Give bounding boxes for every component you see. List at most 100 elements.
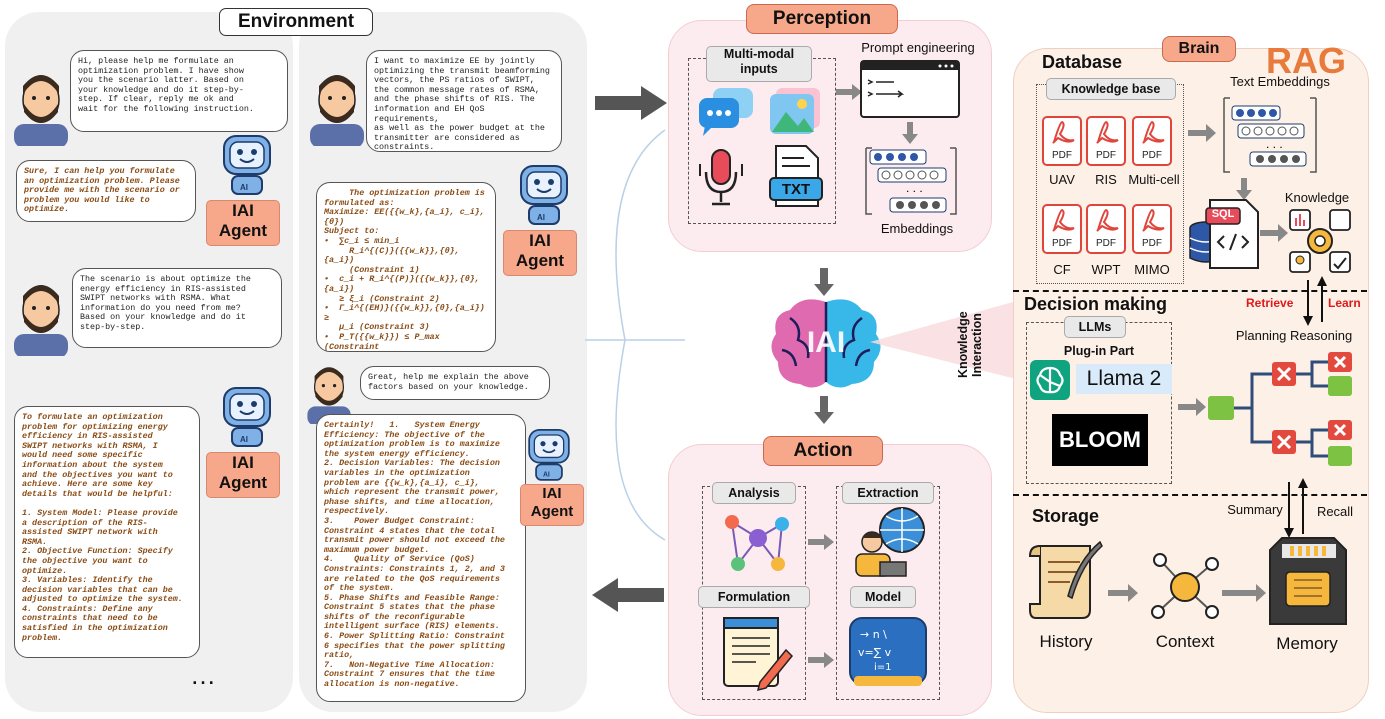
user-avatar — [14, 75, 68, 146]
pdf-label: PDF — [1142, 238, 1162, 249]
user-avatar — [14, 285, 68, 356]
svg-text:AI: AI — [537, 213, 545, 222]
svg-text:AI: AI — [240, 183, 248, 192]
pdf-icon: PDF — [1086, 116, 1126, 166]
divider-line — [1013, 290, 1367, 292]
robot-icon: AI — [223, 387, 271, 447]
user-message-4: Great, help me explain the above factors… — [360, 366, 550, 400]
arrow-down-icon — [814, 396, 834, 424]
agent-message-2: To formulate an optimization problem for… — [14, 406, 200, 658]
recall-label: Recall — [1316, 504, 1354, 519]
plugin-part-label: Plug-in Part — [1063, 344, 1135, 358]
arrow-to-perception-icon — [595, 86, 667, 120]
bloom-logo: BLOOM — [1052, 414, 1148, 466]
openai-logo-icon — [1030, 360, 1070, 400]
pdf-label: PDF — [1096, 150, 1116, 161]
agent-label-line2: Agent — [530, 503, 574, 520]
multimodal-inputs-label: Multi-modal inputs — [706, 46, 812, 82]
robot-icon: AI — [223, 135, 271, 195]
pdf-label: PDF — [1142, 150, 1162, 161]
perception-title: Perception — [746, 4, 898, 34]
arrow-from-action-icon — [592, 578, 664, 612]
arrow-right-icon — [808, 652, 834, 668]
person-globe-icon — [855, 507, 925, 577]
pdf-icon: PDF — [1042, 116, 1082, 166]
pdf-icon: PDF — [1132, 116, 1172, 166]
bloom-label: BLOOM — [1059, 427, 1141, 452]
user-message-3: I want to maximize EE by jointly optimiz… — [366, 50, 562, 152]
arrow-down-icon — [814, 268, 834, 296]
analysis-label: Analysis — [712, 482, 796, 504]
pdf-label: PDF — [1052, 238, 1072, 249]
knowledge-interaction-beam — [870, 300, 1020, 380]
network-analysis-icon — [725, 515, 789, 571]
decision-making-title: Decision making — [1024, 294, 1168, 314]
retrieve-label: Retrieve — [1246, 296, 1294, 310]
llms-label: LLMs — [1064, 316, 1126, 338]
agent-label-line2: Agent — [515, 251, 565, 270]
sql-label: SQL — [1211, 208, 1235, 220]
divider-line — [1013, 494, 1367, 496]
connector-lines — [585, 129, 685, 541]
knowledge-label: Knowledge — [1284, 190, 1350, 205]
doc-label-ris: RIS — [1095, 172, 1117, 187]
planning-reasoning-label: Planning Reasoning — [1235, 328, 1353, 343]
doc-label-uav: UAV — [1049, 172, 1075, 187]
txt-label: TXT — [781, 181, 811, 198]
user-message-1: Hi, please help me formulate an optimiza… — [70, 50, 288, 132]
svg-text:AI: AI — [543, 471, 550, 478]
brain-title: Brain — [1162, 36, 1236, 62]
arrow-down-icon — [1236, 178, 1252, 200]
storage-title: Storage — [1032, 506, 1100, 526]
memory-label: Memory — [1276, 634, 1338, 653]
agent-message-4: Certainly! 1. System Energy Efficiency: … — [316, 414, 526, 702]
sql-database-icon — [1189, 199, 1259, 269]
notepad-pencil-icon — [723, 617, 794, 692]
text-embeddings-icon: . . . — [1223, 97, 1317, 173]
learn-label: Learn — [1328, 296, 1361, 310]
svg-text:→ n \: → n \ — [860, 628, 887, 641]
agent-message-1: Sure, I can help you formulate an optimi… — [16, 160, 196, 222]
llama-label: Llama 2 — [1076, 364, 1172, 394]
agent-label-line2: Agent — [218, 221, 268, 240]
agent-label-line2: Agent — [218, 473, 268, 492]
database-title: Database — [1042, 52, 1123, 72]
robot-icon: AI — [528, 429, 570, 481]
context-label: Context — [1155, 632, 1215, 651]
chat-icon — [699, 88, 753, 136]
knowledge-base-label: Knowledge base — [1046, 78, 1176, 100]
prompt-window-icon — [860, 60, 960, 118]
svg-text:AI: AI — [240, 435, 248, 444]
svg-text:v=∑ v: v=∑ v — [858, 646, 892, 659]
knowledge-interaction-label: Knowledge Interaction — [956, 311, 984, 379]
arrow-right-icon — [808, 534, 834, 550]
model-label: Model — [850, 586, 916, 608]
arrow-right-icon — [1108, 584, 1138, 602]
memory-card-icon — [1269, 537, 1347, 625]
rag-title: RAG — [1266, 40, 1346, 81]
retrieve-learn-arrows — [1303, 276, 1327, 326]
embeddings-icon: . . . — [865, 147, 957, 215]
history-scroll-icon — [1028, 540, 1103, 619]
brain-icon — [771, 299, 881, 388]
user-message-2: The scenario is about optimize the energ… — [72, 268, 282, 348]
doc-label-multicell: Multi-cell — [1128, 172, 1180, 187]
prompt-engineering-label: Prompt engineering — [861, 40, 975, 55]
agent-message-3: The optimization problem is formulated a… — [316, 182, 496, 352]
decision-tree-icon — [1208, 352, 1352, 466]
summary-label: Summary — [1227, 502, 1283, 517]
embeddings-label: Embeddings — [880, 221, 954, 236]
summary-recall-arrows — [1284, 478, 1308, 538]
knowledge-gear-icon — [1289, 209, 1351, 273]
pdf-icon: PDF — [1042, 204, 1082, 254]
pdf-icon: PDF — [1086, 204, 1126, 254]
svg-text:i=1: i=1 — [874, 662, 892, 673]
agent-label-line1: IAI — [232, 453, 254, 472]
doc-label-mimo: MIMO — [1134, 262, 1170, 277]
action-title: Action — [763, 436, 883, 466]
user-avatar — [310, 75, 364, 146]
